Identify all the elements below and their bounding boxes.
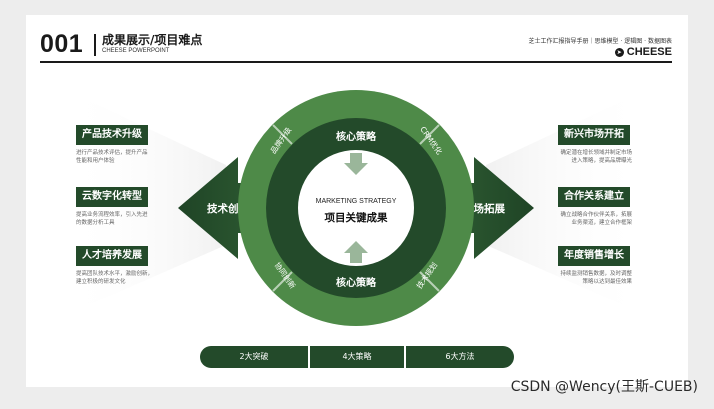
ring-separator	[272, 271, 293, 292]
header-rule	[40, 61, 672, 63]
right-item-title: 合作关系建立	[558, 187, 630, 207]
brand-logo: ➤ CHEESE	[614, 46, 672, 58]
section-number: 001	[40, 30, 84, 58]
watermark: CSDN @Wency(王斯-CUEB)	[510, 379, 698, 395]
core-strategy-top-label: 核心策略	[336, 130, 377, 143]
right-arrow	[436, 157, 534, 259]
ring-separator	[419, 271, 440, 292]
ring-separator	[272, 124, 293, 145]
up-arrow-icon	[344, 241, 368, 263]
center-disc	[298, 150, 414, 266]
pill-methods: 6大方法	[406, 346, 514, 368]
pill-strategies: 4大策略	[310, 346, 404, 368]
header-right-text: 芝士工作汇报指导手册｜思维模型 · 逻辑图 · 数据图表	[528, 38, 672, 45]
slide: 001 成果展示/项目难点 CHEESE POWERPOINT 芝士工作汇报指导…	[26, 15, 688, 387]
left-arrow	[178, 157, 276, 259]
right-item-desc: 确立战略合作伙伴关系，拓展 业务渠道，建立合作框架	[560, 212, 632, 226]
right-item-desc: 确定潜在增长领域并制定市场 进入策略，提高品牌曝光	[560, 150, 632, 164]
left-item-desc: 提高团队技术水平，激励创新， 建立积极的研发文化	[76, 271, 154, 285]
left-item-title: 产品技术升级	[76, 125, 148, 145]
right-item-title: 新兴市场开拓	[558, 125, 630, 145]
header-divider	[94, 34, 96, 56]
page-title: 成果展示/项目难点	[102, 33, 203, 47]
pill-breakthroughs: 2大突破	[200, 346, 308, 368]
page-subtitle: CHEESE POWERPOINT	[102, 48, 170, 54]
left-item-desc: 进行产品技术评估，提升产品 性能和用户体验	[76, 150, 148, 164]
left-item-title: 人才培养发展	[76, 246, 148, 266]
core-strategy-bottom-label: 核心策略	[336, 276, 377, 289]
down-arrow-icon	[344, 153, 368, 175]
center-title: 项目关键成果	[325, 211, 388, 224]
left-item-desc: 提高业务流程效率，引入先进 的数据分析工具	[76, 212, 148, 226]
left-item-title: 云数字化转型	[76, 187, 148, 207]
right-item-desc: 持续监测销售数据，及时调整 策略以达到最佳效果	[560, 271, 632, 285]
ring-separator	[419, 124, 440, 145]
center-eyebrow: MARKETING STRATEGY	[316, 198, 397, 205]
brand-name: CHEESE	[626, 46, 672, 58]
right-item-title: 年度销售增长	[558, 246, 630, 266]
arrow-circle-icon: ➤	[614, 47, 624, 57]
